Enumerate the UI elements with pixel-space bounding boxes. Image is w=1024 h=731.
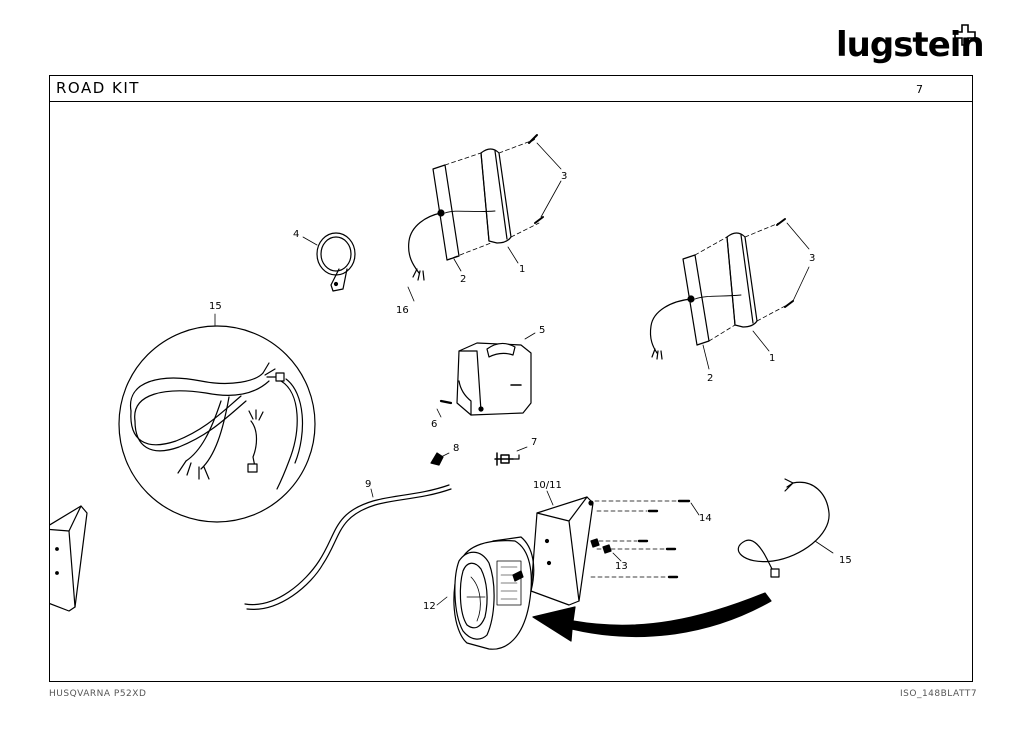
- electrical-box-part: [436, 332, 536, 418]
- callout-5: 5: [539, 325, 545, 336]
- callout-4: 4: [293, 229, 299, 240]
- callout-1-right: 1: [769, 353, 775, 364]
- callout-13: 13: [615, 561, 628, 572]
- mirror-part: [302, 232, 356, 292]
- tail-light-assembly-right: [649, 218, 810, 370]
- title-bar: ROAD KIT 7: [50, 76, 972, 102]
- headlight-part: [436, 536, 535, 650]
- callout-3-right: 3: [809, 253, 815, 264]
- callout-16: 16: [396, 305, 409, 316]
- callout-8: 8: [453, 443, 459, 454]
- callout-2-right: 2: [707, 373, 713, 384]
- callout-labels: 1 2 3 4 16 15 5 6 7 8 9 10/11 14 13 12 1…: [209, 171, 852, 612]
- callout-3-top: 3: [561, 171, 567, 182]
- cable-part: [244, 484, 452, 610]
- page-number: 7: [916, 83, 923, 96]
- diagram-frame: ROAD KIT 7: [49, 75, 973, 682]
- tail-light-assembly-top: [407, 134, 562, 302]
- headlight-bracket-part: [530, 490, 700, 606]
- cable-harness-right: [737, 478, 834, 578]
- footer-sheet-id: ISO_148BLATT7: [900, 689, 978, 699]
- callout-14: 14: [699, 513, 712, 524]
- footer-model: HUSQVARNA P52XD: [49, 689, 147, 699]
- direction-arrow: [532, 592, 772, 642]
- bulb-part: [430, 452, 450, 466]
- callout-6: 6: [431, 419, 437, 430]
- callout-15-right: 15: [839, 555, 852, 566]
- callout-1-top: 1: [519, 264, 525, 275]
- callout-15-circle: 15: [209, 301, 222, 312]
- exploded-parts-diagram: 1 2 3 4 16 15 5 6 7 8 9 10/11 14 13 12 1…: [50, 134, 852, 650]
- callout-9: 9: [365, 479, 371, 490]
- wiring-harness-detail: [118, 313, 316, 523]
- logo-plus-icon: [954, 24, 976, 46]
- side-bracket-part: [50, 505, 88, 612]
- callout-2-top: 2: [460, 274, 466, 285]
- page-title: ROAD KIT: [56, 79, 140, 97]
- callout-10-11: 10/11: [533, 480, 562, 491]
- lugstein-logo: lugstein: [836, 22, 985, 68]
- callout-7: 7: [531, 437, 537, 448]
- callout-12: 12: [423, 601, 436, 612]
- switch-part: [494, 446, 528, 466]
